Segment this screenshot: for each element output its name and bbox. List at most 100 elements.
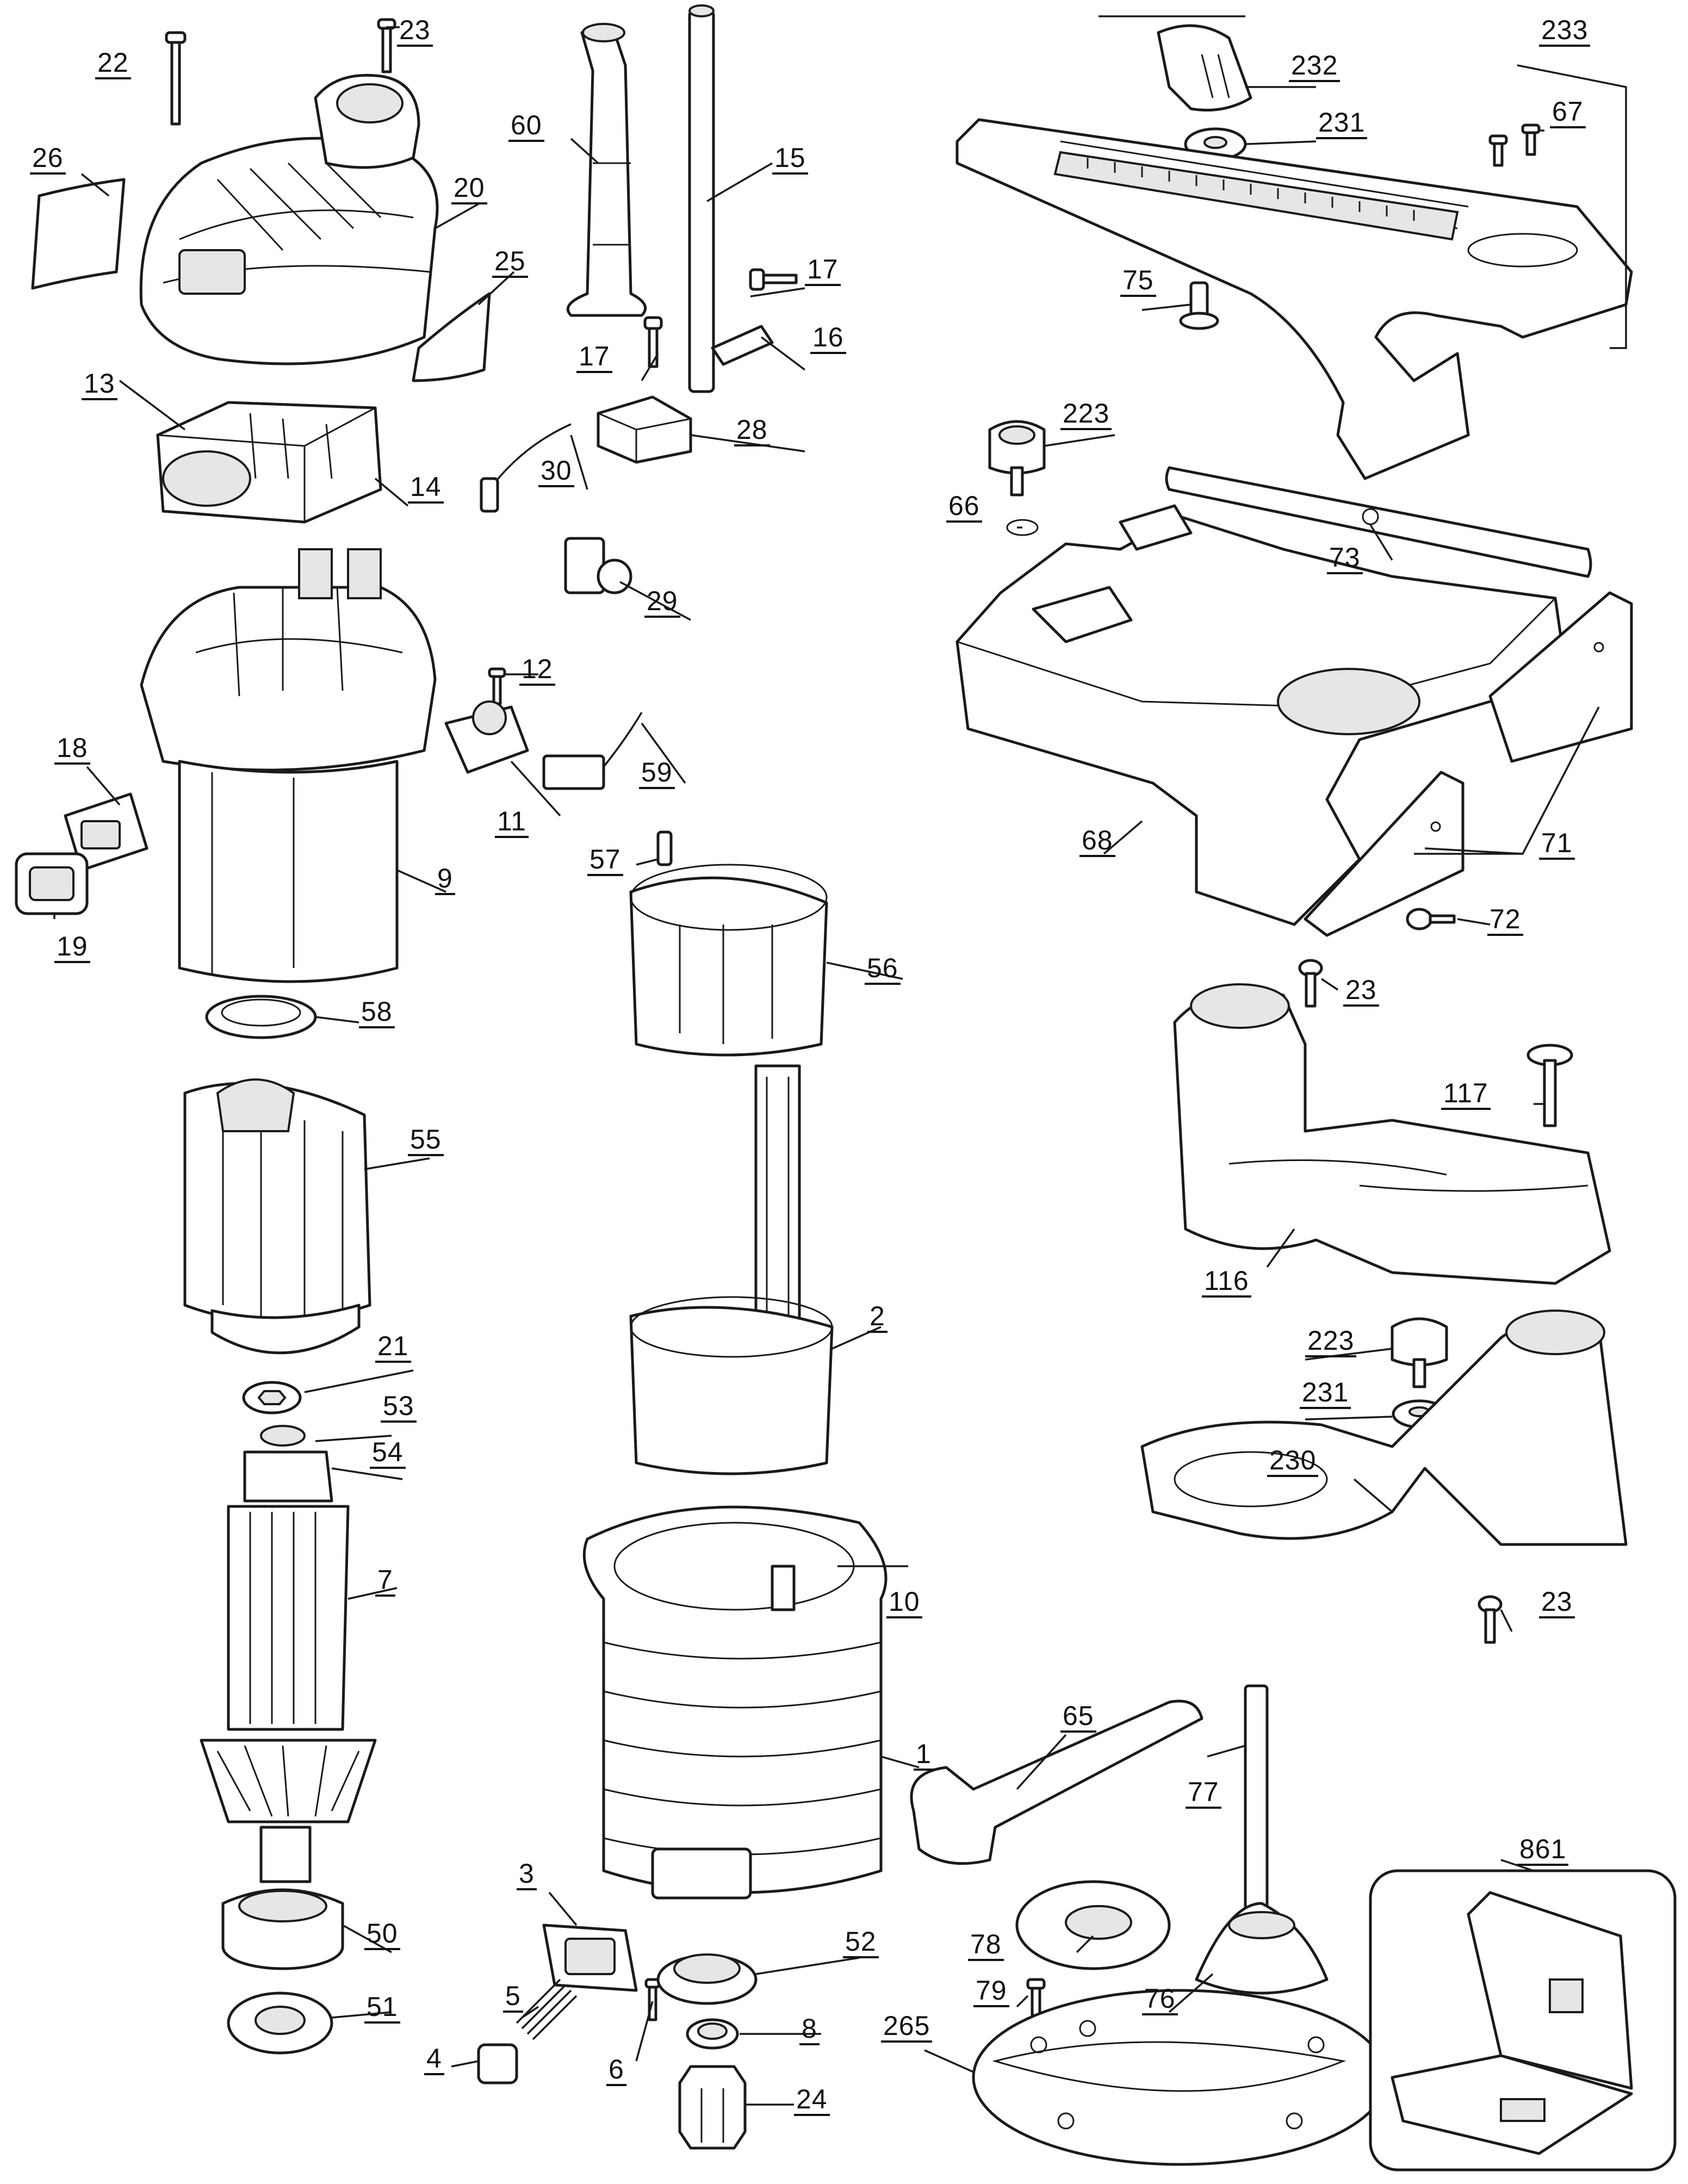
callout-223-top: 223 xyxy=(1060,400,1112,430)
callout-29: 29 xyxy=(644,587,680,618)
spring-5 xyxy=(516,1978,578,2040)
brush-59 xyxy=(542,712,643,790)
callout-53: 53 xyxy=(381,1392,417,1423)
callout-50: 50 xyxy=(364,1920,400,1950)
knob-223-top xyxy=(988,420,1046,497)
callout-861: 861 xyxy=(1517,1835,1569,1866)
ring-58 xyxy=(205,995,317,1039)
callout-68: 68 xyxy=(1079,827,1115,857)
callout-6: 6 xyxy=(606,2056,626,2086)
label-25 xyxy=(412,292,491,382)
callout-59: 59 xyxy=(639,759,675,789)
button-4 xyxy=(477,2043,518,2084)
brush-holder-28 xyxy=(597,395,692,464)
wire-30 xyxy=(480,423,572,513)
callout-4: 4 xyxy=(424,2045,444,2075)
callout-58: 58 xyxy=(359,998,395,1028)
callout-7: 7 xyxy=(375,1566,395,1597)
collet-8 xyxy=(686,2018,739,2050)
rod-15 xyxy=(688,4,715,393)
callout-117: 117 xyxy=(1441,1079,1491,1110)
callout-10: 10 xyxy=(886,1588,922,1618)
motor-housing-9 xyxy=(140,548,437,983)
plunge-base-116 xyxy=(1173,983,1611,1285)
switch-assembly-13-14 xyxy=(156,401,382,524)
callout-16: 16 xyxy=(810,324,846,354)
callout-19: 19 xyxy=(54,933,90,963)
screw-23-low xyxy=(1478,1595,1503,1644)
screw-79 xyxy=(1026,1978,1046,2017)
callout-3: 3 xyxy=(517,1860,537,1890)
callout-116: 116 xyxy=(1202,1267,1251,1298)
callout-23-low: 23 xyxy=(1539,1588,1575,1618)
callout-28: 28 xyxy=(734,416,770,446)
callout-15: 15 xyxy=(772,144,808,175)
callout-30: 30 xyxy=(538,457,574,487)
callout-66: 66 xyxy=(946,492,982,523)
callout-265: 265 xyxy=(881,2012,933,2043)
callout-75: 75 xyxy=(1120,266,1156,297)
collet-nut-52 xyxy=(656,1953,758,2005)
brush-holder-11 xyxy=(444,700,529,774)
motor-cover-20 xyxy=(139,73,439,365)
callout-233: 233 xyxy=(1539,16,1591,47)
callout-23-top: 23 xyxy=(397,16,433,47)
callout-20: 20 xyxy=(451,174,487,204)
handle-60 xyxy=(566,23,647,317)
callout-232: 232 xyxy=(1289,52,1341,82)
callout-73: 73 xyxy=(1327,544,1363,574)
rails-71 xyxy=(1304,591,1633,937)
screw-12 xyxy=(488,667,506,705)
callout-23-mid: 23 xyxy=(1343,976,1379,1007)
callout-51: 51 xyxy=(364,1993,400,2024)
d-handle-base-230 xyxy=(1140,1310,1628,1546)
edge-guide-233 xyxy=(955,15,1633,480)
leader-lines xyxy=(53,26,1627,2106)
case-861-panel xyxy=(1369,1869,1677,2171)
guide-base-68 xyxy=(955,504,1568,926)
wrench-65 xyxy=(910,1699,1203,1865)
lock-3 xyxy=(542,1924,638,1992)
callout-79: 79 xyxy=(973,1977,1009,2007)
plate-78 xyxy=(1015,1880,1171,1970)
screw-6 xyxy=(644,1978,661,2021)
screw-23-mid xyxy=(1298,959,1323,1008)
callout-8: 8 xyxy=(799,2015,820,2045)
callout-231-top: 231 xyxy=(1316,109,1368,139)
callout-231-mid: 231 xyxy=(1300,1379,1351,1409)
callout-78: 78 xyxy=(968,1931,1004,1961)
callout-22: 22 xyxy=(95,49,131,79)
callout-72: 72 xyxy=(1487,905,1523,936)
callout-52: 52 xyxy=(843,1928,879,1958)
label-26 xyxy=(31,178,126,290)
callout-14: 14 xyxy=(408,473,444,504)
callout-17b: 17 xyxy=(576,343,612,373)
field-55 xyxy=(183,1078,371,1355)
spring-66 xyxy=(1006,519,1039,536)
knob-223-mid xyxy=(1391,1317,1448,1388)
nut-24 xyxy=(678,2065,747,2150)
callout-230: 230 xyxy=(1267,1447,1319,1477)
sub-base-265 xyxy=(972,1989,1388,2166)
callout-11: 11 xyxy=(495,808,529,838)
bushing-21 xyxy=(242,1381,302,1414)
screw-23-top xyxy=(377,18,396,73)
callout-5: 5 xyxy=(503,1982,523,2013)
callout-54: 54 xyxy=(370,1438,406,1469)
callout-56: 56 xyxy=(865,954,901,985)
sleeve-2 xyxy=(629,1064,834,1475)
callout-24: 24 xyxy=(794,2086,830,2116)
callout-13: 13 xyxy=(82,370,117,400)
screw-17b xyxy=(643,316,663,368)
part-29 xyxy=(564,537,632,594)
callout-17a: 17 xyxy=(805,256,841,286)
bearing-51 xyxy=(227,1991,333,2055)
switch-cover-19 xyxy=(15,852,89,915)
callout-55: 55 xyxy=(408,1126,444,1156)
bolt-75 xyxy=(1179,281,1219,330)
armature-7 xyxy=(200,1425,377,1883)
shroud-56 xyxy=(629,864,828,1057)
callout-12: 12 xyxy=(519,655,555,686)
callout-223-mid: 223 xyxy=(1305,1327,1357,1357)
